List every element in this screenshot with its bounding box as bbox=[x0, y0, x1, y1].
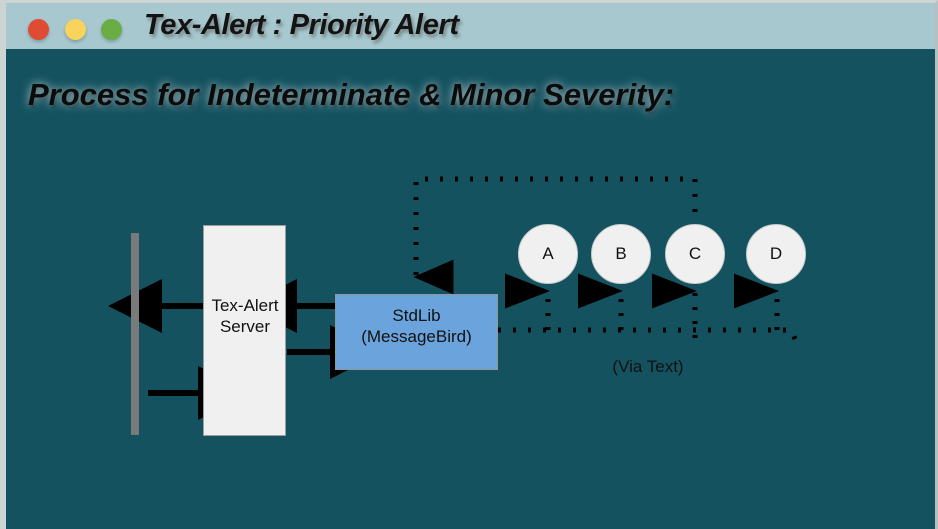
minimize-window-button[interactable] bbox=[65, 19, 86, 40]
dotted-reply-route-to-stdlib bbox=[413, 176, 698, 295]
node-recipient-b[interactable]: B bbox=[591, 224, 651, 284]
close-window-button[interactable] bbox=[28, 19, 49, 40]
diagram-connectors bbox=[108, 176, 798, 420]
slide-canvas: Process for Indeterminate & Minor Severi… bbox=[6, 49, 935, 529]
node-recipient-a[interactable]: A bbox=[518, 224, 578, 284]
external-boundary-bar bbox=[131, 233, 139, 435]
window-titlebar[interactable]: Tex-Alert : Priority Alert bbox=[6, 3, 935, 49]
window-title: Tex-Alert : Priority Alert bbox=[144, 9, 459, 41]
slide-heading: Process for Indeterminate & Minor Severi… bbox=[28, 77, 675, 112]
node-recipient-d[interactable]: D bbox=[746, 224, 806, 284]
dotted-broadcast-bus bbox=[498, 327, 798, 341]
process-diagram: Tex-Alert Server StdLib (MessageBird) A … bbox=[6, 49, 935, 529]
maximize-window-button[interactable] bbox=[101, 19, 122, 40]
node-stdlib-messagebird[interactable] bbox=[335, 294, 498, 370]
node-recipient-c[interactable]: C bbox=[665, 224, 725, 284]
node-tex-alert-server[interactable] bbox=[203, 225, 286, 436]
